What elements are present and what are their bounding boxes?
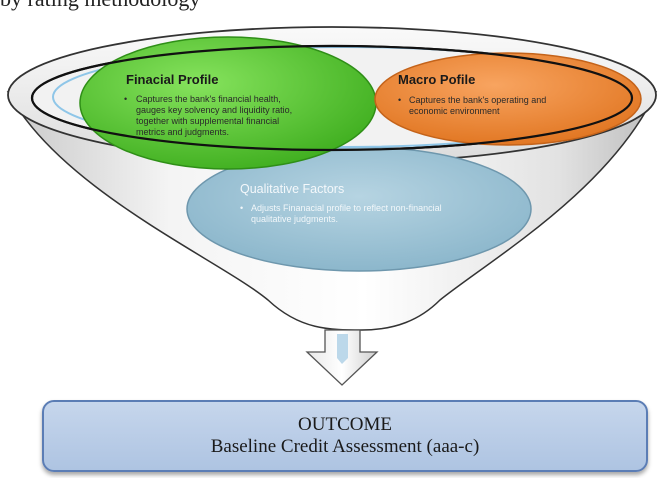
cut-off-caption: by rating methodology bbox=[0, 0, 400, 12]
macro-profile-line-1: Captures the bank's operating and bbox=[409, 95, 546, 105]
macro-profile-ellipse bbox=[374, 52, 642, 146]
down-arrow-inner-icon bbox=[337, 334, 348, 364]
qualitative-factors-line-2: qualitative judgments. bbox=[251, 214, 338, 224]
macro-profile-title: Macro Pofile bbox=[398, 72, 475, 87]
outcome-subtitle: Baseline Credit Assessment (aaa-c) bbox=[210, 436, 480, 457]
financial-profile-line-2: gauges key solvency and liquidity ratio, bbox=[136, 105, 292, 115]
macro-profile-bullet: • bbox=[398, 95, 401, 105]
qualitative-factors-bullet: • bbox=[240, 203, 243, 213]
financial-profile-line-1: Captures the bank's financial health, bbox=[136, 94, 281, 104]
financial-profile-line-3: together with supplemental financial bbox=[136, 116, 279, 126]
financial-profile-bullet: • bbox=[124, 94, 127, 104]
outcome-title: OUTCOME bbox=[298, 414, 392, 435]
outcome-box: OUTCOME Baseline Credit Assessment (aaa-… bbox=[42, 400, 648, 472]
financial-profile-line-4: metrics and judgments. bbox=[136, 127, 229, 137]
financial-profile-title: Finacial Profile bbox=[126, 72, 218, 87]
macro-profile-line-2: economic environment bbox=[409, 106, 500, 116]
qualitative-factors-line-1: Adjusts Finanacial profile to reflect no… bbox=[251, 203, 442, 213]
rim-front-edge bbox=[30, 44, 634, 152]
qualitative-factors-title: Qualitative Factors bbox=[240, 182, 344, 196]
